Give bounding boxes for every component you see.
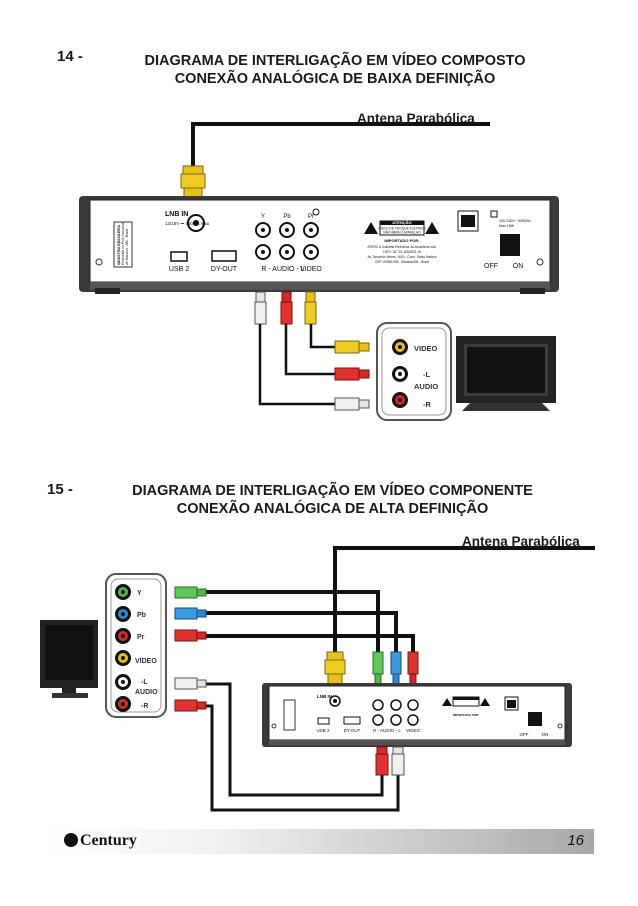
receiver-plugs-15 <box>324 651 419 685</box>
section-14-title-line1: DIAGRAMA DE INTERLIGAÇÃO EM VÍDEO COMPOS… <box>144 53 526 69</box>
tv14-audio-label: AUDIO <box>414 382 438 391</box>
antenna-cable-14 <box>191 122 490 168</box>
brand-logo-mark-icon <box>64 833 78 847</box>
antenna-label-15: Antena Parabólica <box>462 534 580 549</box>
section-14-number: 14 - <box>57 48 83 65</box>
imported-text2-14: CNPJ: 05.721.185/0001-00 <box>383 250 422 254</box>
off-label-14: OFF <box>484 263 498 270</box>
imported-text4-14: CEP: 69056-905 - Manaus/AM - Brasil <box>375 260 430 264</box>
section-14-title: DIAGRAMA DE INTERLIGAÇÃO EM VÍDEO COMPOS… <box>110 52 560 88</box>
tv-set-14 <box>456 336 556 411</box>
imported-title-15: IMPORTADO POR: <box>453 713 479 717</box>
rca-tv-plugs-15 <box>174 586 207 712</box>
receiver-14 <box>79 196 559 294</box>
usb-label-14: USB 2 <box>169 266 189 273</box>
tv-set-15 <box>40 620 98 698</box>
side-label1-14: INDUSTRIA BRASILEIRA <box>117 224 121 265</box>
tv15-l-label: -L <box>141 679 148 686</box>
audio-lr-label-14: R - AUDIO - L <box>261 266 304 273</box>
side-label2-14: Produzido no Polo Industrial <box>121 222 125 265</box>
power-spec2-14: Max 18W <box>499 224 515 228</box>
brand-logo: Century <box>64 832 137 850</box>
tv15-audio-label: AUDIO <box>135 689 158 696</box>
section-15-title: DIAGRAMA DE INTERLIGAÇÃO EM VÍDEO COMPON… <box>100 482 565 518</box>
lnb-in-label-14: LNB IN <box>165 211 188 218</box>
diagram-15: Y Pb Pr VIDEO -L AUDIO -R <box>40 546 595 812</box>
off-label-15: OFF <box>520 732 529 737</box>
rca-tv-plugs-14 <box>334 340 370 411</box>
tv15-pr-label: Pr <box>137 634 145 641</box>
port-pb-label-14: Pb <box>283 214 291 220</box>
video-label-14: VIDEO <box>300 266 322 273</box>
side-label3-14: de Manaus - AM - Brasil <box>125 229 129 265</box>
usb-label-15: USB 2 <box>316 728 330 733</box>
imported-title-14: IMPORTADO POR: <box>384 238 419 243</box>
f-connector-14 <box>180 165 206 199</box>
receiver-audio-plugs-15 <box>375 746 405 776</box>
receiver-15 <box>262 683 572 747</box>
audio-lr-label-15: R - AUDIO - L <box>373 728 401 733</box>
on-label-14: ON <box>513 263 524 270</box>
tv-input-panel-14 <box>376 322 452 421</box>
video-label-15: VIDEO <box>406 728 421 733</box>
dyout-label-15: DY-OUT <box>344 728 361 733</box>
tv15-pb-label: Pb <box>137 612 146 619</box>
tv15-r-label: -R <box>141 703 148 710</box>
section-15-title-line2: CONEXÃO ANALÓGICA DE ALTA DEFINIÇÃO <box>176 501 489 517</box>
on-label-15: ON <box>542 732 549 737</box>
imported-text3-14: Av. Tancredo Neves, 1600 - Cond. Santo A… <box>367 255 436 259</box>
imported-text1-14: ATERO & Indústria Eletrônica da Amazônia… <box>367 245 436 249</box>
tv15-y-label: Y <box>137 590 142 597</box>
dyout-label-14: DY-OUT <box>211 266 238 273</box>
diagram-14: LNB IN 13/18V ⎓ 400mA max Y Pb Pr USB 2 … <box>79 122 559 421</box>
port-pr-label-14: Pr <box>308 214 314 220</box>
attention-title-14: ATENÇÃO <box>392 220 411 225</box>
tv14-l-label: -L <box>423 370 430 379</box>
attention-text2-14: NÃO ABRA O APARELHO <box>383 230 421 235</box>
port-y-label-14: Y <box>261 214 265 220</box>
lnb-in-label-15: LNB IN <box>317 694 332 699</box>
tv15-video-label: VIDEO <box>135 658 157 665</box>
tv14-video-label: VIDEO <box>414 344 438 353</box>
page-number: 16 <box>567 832 584 849</box>
footer-bar: Century 16 <box>44 829 594 854</box>
section-14-title-line2: CONEXÃO ANALÓGICA DE BAIXA DEFINIÇÃO <box>174 71 496 87</box>
tv14-r-label: -R <box>423 400 431 409</box>
brand-name: Century <box>80 832 137 849</box>
attention-text1-14: RISCO DE CHOQUE ELÉTRICO <box>378 226 426 231</box>
tv-input-panel-15 <box>105 573 167 718</box>
section-15-title-line1: DIAGRAMA DE INTERLIGAÇÃO EM VÍDEO COMPON… <box>132 483 533 499</box>
lnb-spec-label-14: 13/18V ⎓ 400mA max <box>165 221 210 226</box>
power-spec1-14: 100-240V~ 50/60Hz <box>499 219 531 223</box>
rca-plugs-14 <box>254 291 317 325</box>
section-15-number: 15 - <box>47 481 73 498</box>
